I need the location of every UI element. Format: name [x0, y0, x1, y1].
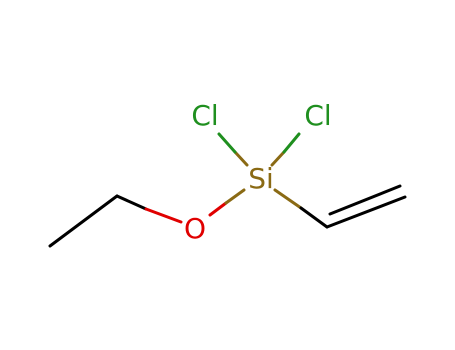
- atom-o: O: [184, 212, 206, 245]
- bond-si-cl-left-chlorine-half: [217, 132, 237, 154]
- bond-ch2-o-carbon-half: [115, 194, 148, 211]
- atom-cl-left: Cl: [191, 99, 218, 132]
- bond-o-si-oxygen-half: [208, 201, 228, 217]
- bond-si-cl-right-silicon-half: [270, 150, 286, 167]
- bond-si-vinyl-carbon-half: [299, 206, 329, 229]
- bond-vinyl-double-outer: [325, 195, 407, 229]
- bond-ch2-o-oxygen-half: [144, 207, 183, 224]
- bond-si-cl-right-chlorine-half: [282, 132, 301, 154]
- bond-o-si-silicon-half: [224, 188, 246, 205]
- atom-cl-right: Cl: [304, 99, 331, 132]
- bond-si-cl-left-silicon-half: [233, 150, 249, 167]
- bond-si-vinyl-silicon-half: [273, 188, 303, 210]
- bond-ch3-ch2: [48, 194, 119, 248]
- bond-vinyl-double-inner: [328, 184, 402, 216]
- atom-si: Si: [248, 162, 274, 195]
